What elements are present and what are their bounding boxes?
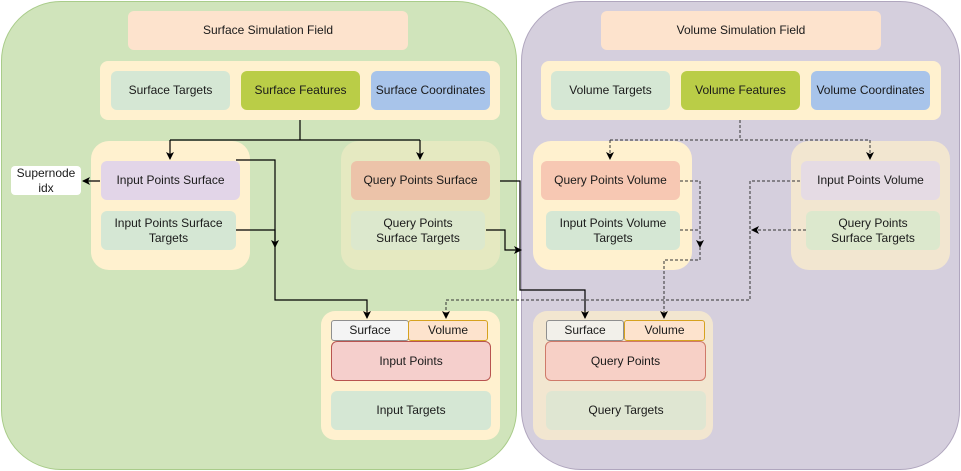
surface-features-field: Surface Features [241, 71, 360, 110]
surface-targets-field: Surface Targets [111, 71, 230, 110]
volume-features-field: Volume Features [681, 71, 800, 110]
volume-simulation-field-title: Volume Simulation Field [601, 11, 881, 50]
input-tab-volume: Volume [408, 320, 488, 341]
query-tab-volume: Volume [624, 320, 705, 341]
volume-coordinates-field: Volume Coordinates [811, 71, 930, 110]
volume-query-points-surface-targets: Query Points Surface Targets [806, 211, 940, 250]
query-targets-box: Query Targets [546, 391, 706, 430]
volume-targets-field: Volume Targets [551, 71, 670, 110]
query-points-surface-targets: Query Points Surface Targets [351, 211, 485, 250]
input-points-volume: Input Points Volume [801, 161, 940, 200]
supernode-idx-label: Supernode idx [11, 166, 81, 195]
query-points-surface: Query Points Surface [351, 161, 490, 200]
input-points-surface: Input Points Surface [101, 161, 240, 200]
surface-simulation-field-title: Surface Simulation Field [128, 11, 408, 50]
input-points-surface-targets: Input Points Surface Targets [101, 211, 236, 250]
surface-coordinates-field: Surface Coordinates [371, 71, 490, 110]
input-points-volume-targets: Input Points Volume Targets [546, 211, 680, 250]
input-targets-box: Input Targets [331, 391, 491, 430]
input-tab-surface: Surface [331, 320, 409, 341]
query-points-box: Query Points [545, 341, 706, 381]
query-points-volume: Query Points Volume [541, 161, 680, 200]
query-tab-surface: Surface [546, 320, 624, 341]
input-points-box: Input Points [331, 341, 491, 381]
